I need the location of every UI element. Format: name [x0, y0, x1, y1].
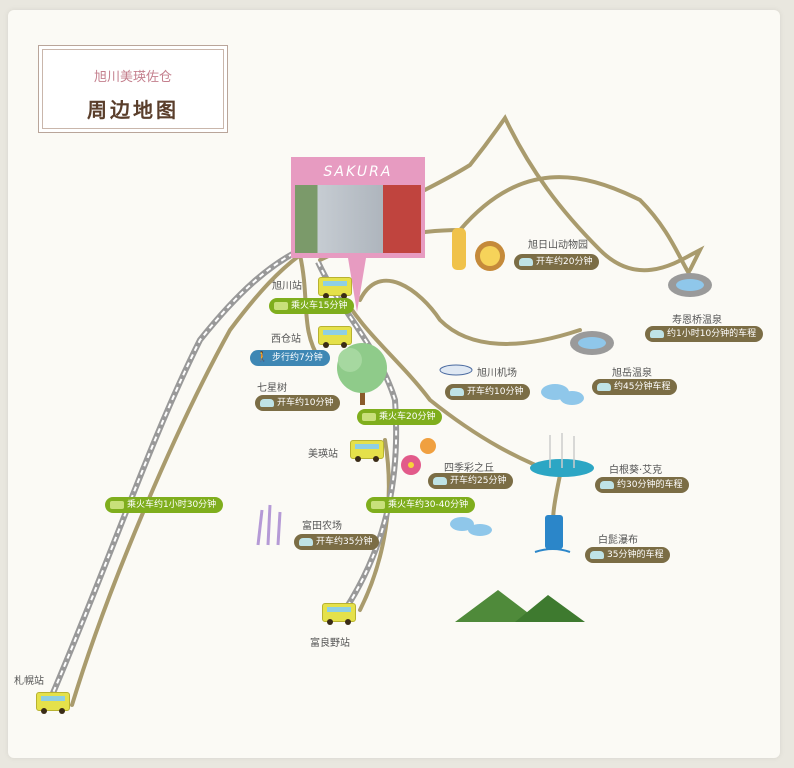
car-icon — [597, 383, 611, 391]
road — [338, 288, 563, 547]
drive-time-pill: 35分钟的车程 — [585, 547, 671, 563]
blue-pond-icon — [530, 433, 594, 477]
walk-icon: 🚶 — [256, 352, 269, 363]
station-sapporo: 札幌站 — [14, 676, 44, 687]
mountains-icon — [455, 590, 585, 622]
car-icon — [260, 399, 274, 407]
drive-time-pill: 约30分钟的车程 — [595, 477, 690, 493]
pill-text: 开车约10分钟 — [467, 387, 524, 397]
lake-icon — [450, 384, 584, 536]
pill-text: 乘火车约30-40分钟 — [388, 500, 469, 510]
zoo-animals-icon — [452, 228, 505, 271]
train-time-pill: 乘火车15分钟 — [269, 298, 355, 314]
car-icon — [650, 330, 664, 338]
drive-time-pill: 约45分钟车程 — [592, 379, 678, 395]
pill-text: 乘火车20分钟 — [379, 412, 436, 422]
tree-icon — [337, 343, 387, 405]
lavender-icon — [256, 504, 282, 546]
walk-time-pill: 🚶步行约7分钟 — [250, 350, 330, 366]
spot-label: 白髭瀑布 — [598, 535, 638, 546]
car-icon — [450, 388, 464, 396]
car-icon — [433, 477, 447, 485]
pill-text: 乘火车15分钟 — [291, 301, 348, 311]
train-time-pill: 乘火车20分钟 — [357, 409, 443, 425]
train-icon — [274, 302, 288, 310]
location-pointer — [348, 258, 366, 312]
map-subtitle: 旭川美瑛佐仓 — [93, 70, 172, 85]
drive-time-pill: 开车约25分钟 — [428, 473, 514, 489]
pill-text: 约30分钟的车程 — [617, 480, 683, 490]
hot-spring-icon — [570, 273, 712, 355]
railway — [47, 247, 302, 702]
title-box: 旭川美瑛佐仓 周边地图 — [38, 45, 228, 133]
spot-label: 旭川机场 — [477, 368, 517, 379]
sakura-brand: SAKURA — [323, 164, 393, 180]
spot-label: 旭岳温泉 — [612, 368, 652, 379]
pill-text: 35分钟的车程 — [607, 550, 664, 560]
train-time-pill: 乘火车约30-40分钟 — [366, 497, 476, 513]
pill-text: 开车约10分钟 — [277, 398, 334, 408]
pill-text: 乘火车约1小时30分钟 — [127, 500, 217, 510]
pill-text: 约45分钟车程 — [614, 382, 671, 392]
pill-text: 开车约35分钟 — [316, 537, 373, 547]
spot-label: 寿恩桥温泉 — [672, 315, 722, 326]
spot-label: 七星树 — [257, 383, 287, 394]
waterfall-icon — [534, 515, 571, 553]
station-asahikawa: 旭川站 — [272, 281, 302, 292]
car-icon — [519, 258, 533, 266]
station-nishikura: 西仓站 — [271, 334, 301, 345]
road — [70, 253, 302, 707]
train-icon — [322, 603, 356, 625]
car-icon — [299, 538, 313, 546]
road — [358, 278, 582, 346]
map-title: 周边地图 — [87, 98, 179, 122]
station-furano: 富良野站 — [310, 638, 350, 649]
train-icon — [371, 501, 385, 509]
drive-time-pill: 开车约20分钟 — [514, 254, 600, 270]
airplane-icon — [439, 364, 473, 376]
pill-text: 约1小时10分钟的车程 — [667, 329, 757, 339]
pill-text: 开车约20分钟 — [536, 257, 593, 267]
spot-label: 白根葵·艾克 — [609, 465, 663, 476]
train-icon — [350, 440, 384, 462]
train-icon — [36, 692, 70, 714]
drive-time-pill: 开车约10分钟 — [445, 384, 531, 400]
train-icon — [110, 501, 124, 509]
drive-time-pill: 开车约10分钟 — [255, 395, 341, 411]
pill-text: 步行约7分钟 — [272, 353, 323, 363]
train-icon — [362, 413, 376, 421]
drive-time-pill: 开车约35分钟 — [294, 534, 380, 550]
train-icon — [318, 326, 352, 348]
train-time-pill: 乘火车约1小时30分钟 — [105, 497, 224, 513]
pill-text: 开车约25分钟 — [450, 476, 507, 486]
house-photo — [295, 185, 421, 253]
car-icon — [590, 551, 604, 559]
sakura-photo-card: SAKURA — [291, 157, 425, 258]
flower-icon — [401, 438, 436, 475]
train-icon — [318, 277, 352, 299]
drive-time-pill: 约1小时10分钟的车程 — [645, 326, 764, 342]
car-icon — [600, 481, 614, 489]
spot-label: 旭日山动物园 — [528, 240, 588, 251]
spot-label: 四季彩之丘 — [444, 463, 494, 474]
station-biei: 美瑛站 — [308, 449, 338, 460]
spot-label: 富田农场 — [302, 521, 342, 532]
